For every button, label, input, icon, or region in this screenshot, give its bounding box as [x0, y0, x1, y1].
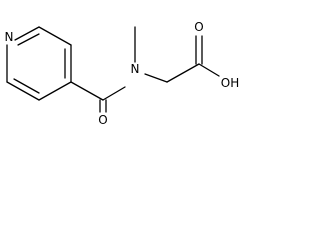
atom-label-pyridine-n: N [5, 30, 14, 44]
bond-n-ch2 [144, 73, 168, 83]
atom-label-carbonyl-o: O [98, 113, 107, 127]
atom-label-acid-oh: OH [221, 76, 239, 90]
bond-c6-n1-inner [17, 33, 40, 46]
side-chain [70, 26, 220, 113]
bond-c2-c3-inner [13, 78, 40, 94]
atom-label-acid-o: O [194, 20, 203, 34]
bond-ring-carbonyl [70, 81, 104, 101]
bond-c5-c6 [38, 26, 72, 46]
bond-c3-c4 [38, 81, 72, 101]
structure-diagram: N N O OH O [5, 20, 240, 127]
bond-c6-n1 [14, 26, 40, 41]
bond-acid-c-oh [198, 63, 220, 77]
bond-ch2-cooh [166, 63, 200, 83]
bond-c2-c3 [6, 81, 40, 101]
bond-carbonyl-n [102, 86, 126, 101]
atom-label-amide-n: N [131, 62, 140, 76]
pyridine-ring [6, 26, 72, 101]
